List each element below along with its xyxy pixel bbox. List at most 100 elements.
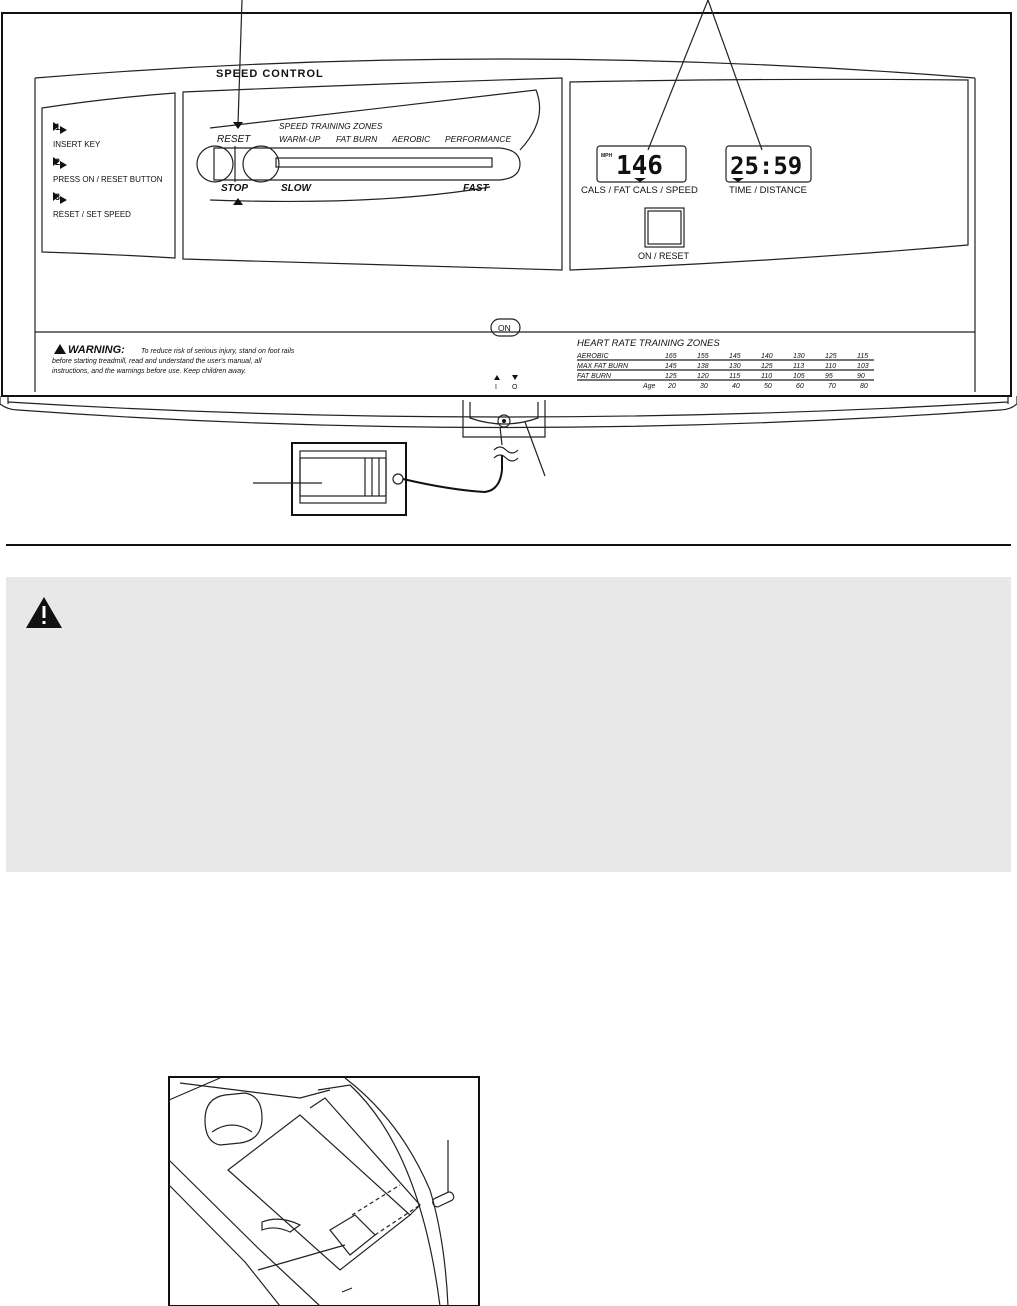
speed-slider-knob[interactable]	[242, 145, 280, 183]
display-left	[596, 145, 687, 183]
speed-panel	[182, 77, 563, 271]
hr-cell: 165	[665, 353, 677, 360]
key-cord-break-icon	[493, 426, 519, 462]
hr-age: 80	[860, 383, 868, 390]
hr-cell: 120	[697, 373, 709, 380]
zone-aerobic: AEROBIC	[391, 134, 431, 144]
motor-hood-illustration-frame	[168, 1076, 480, 1306]
display-right-indicator-icon	[732, 178, 744, 182]
on-reset-label: ON / RESET	[638, 251, 690, 261]
display-left-unit: MPH	[601, 153, 613, 159]
hood-edge-1	[168, 1077, 221, 1101]
hr-cell: 115	[729, 373, 740, 380]
step-1-label: INSERT KEY	[53, 140, 101, 149]
hr-cell: 145	[729, 353, 741, 360]
switch-on-arrow-icon	[494, 375, 500, 380]
on-indicator-label: ON	[498, 323, 511, 333]
console-base-inner-curve	[7, 401, 1009, 418]
stop-label: STOP	[221, 183, 248, 194]
hr-age: 50	[764, 383, 772, 390]
speed-slider-track[interactable]	[213, 147, 521, 181]
console-warning-line-3: instructions, and the warnings before us…	[52, 368, 246, 375]
hr-row-fat-burn: FAT BURN	[577, 373, 612, 380]
zone-fat-burn: FAT BURN	[336, 134, 378, 144]
warning-section-background	[6, 577, 1011, 872]
display-right	[725, 145, 812, 183]
speed-slider-slot	[275, 157, 493, 168]
display-right-value: 25:59	[730, 152, 802, 180]
key-slot-opening	[469, 402, 539, 425]
hr-cell: 145	[665, 363, 677, 370]
step-2-arrow-icon	[53, 157, 67, 169]
on-indicator	[490, 318, 521, 337]
step-3: 3 RESET / SET SPEED	[53, 192, 131, 219]
hood-curve-1	[317, 1084, 441, 1306]
speed-control-title: SPEED CONTROL	[216, 68, 324, 80]
console-top-curve	[34, 58, 976, 79]
console-warning-line-2: before starting treadmill, read and unde…	[52, 358, 262, 365]
switch-off-arrow-icon	[512, 375, 518, 380]
bracket-pointer-line	[257, 1244, 346, 1271]
hood-base-line	[168, 1159, 321, 1306]
hr-cell: 140	[761, 353, 773, 360]
on-reset-button-face	[647, 210, 682, 245]
switch-on-symbol: I	[495, 384, 497, 391]
speed-zones-title: SPEED TRAINING ZONES	[279, 121, 383, 131]
reset-label: RESET	[217, 134, 251, 145]
display-left-label: CALS / FAT CALS / SPEED	[581, 185, 698, 196]
wire-clip	[261, 1218, 302, 1233]
key-slot-housing	[462, 400, 546, 438]
safety-key[interactable]	[299, 450, 387, 504]
zone-performance: PERFORMANCE	[445, 134, 511, 144]
motor-hood-illustration	[168, 1077, 455, 1306]
step-2: 2 PRESS ON / RESET BUTTON	[53, 157, 163, 184]
step-3-number: 3	[55, 192, 60, 202]
heart-rate-table: AEROBIC 165 155 145 140 130 125 115 MAX …	[576, 353, 874, 390]
key-cord	[402, 455, 503, 494]
hr-cell: 95	[825, 373, 833, 380]
step-3-arrow-icon	[53, 192, 67, 204]
hr-cell: 155	[697, 353, 709, 360]
speed-zone-curve-bottom	[209, 186, 491, 203]
step-2-number: 2	[55, 157, 60, 167]
motor-cylinder	[204, 1092, 263, 1146]
zone-warm-up: WARM-UP	[279, 134, 321, 144]
reed-switch-bracket	[329, 1214, 376, 1256]
reset-arrow-icon	[233, 122, 243, 129]
motor-cylinder-curve	[211, 1124, 253, 1133]
magnet	[432, 1191, 455, 1208]
stop-reset-knob[interactable]	[196, 145, 234, 183]
hr-cell: 113	[793, 363, 804, 370]
switch-off-symbol: O	[512, 384, 518, 391]
hr-age: 30	[700, 383, 708, 390]
hr-cell: 110	[761, 373, 772, 380]
hr-cell: 103	[857, 363, 869, 370]
display-right-label: TIME / DISTANCE	[729, 185, 807, 196]
warning-icon-dot	[42, 621, 46, 624]
steps-panel	[41, 92, 176, 259]
on-reset-button[interactable]	[644, 207, 685, 248]
hr-cell: 130	[793, 353, 805, 360]
key-slot-hole[interactable]	[497, 414, 511, 428]
hr-cell: 125	[825, 353, 837, 360]
hood-base-line-2	[168, 1184, 281, 1306]
console-base-tray	[0, 396, 1017, 429]
hr-row-max-fat-burn: MAX FAT BURN	[577, 363, 629, 370]
speed-zone-curve-top	[209, 89, 541, 151]
plate-edge	[309, 1097, 421, 1216]
pointer-lines-displays	[647, 0, 763, 151]
step-1-arrow-icon	[53, 122, 67, 134]
hr-age: 40	[732, 383, 740, 390]
hr-cell: 90	[857, 373, 865, 380]
step-3-label: RESET / SET SPEED	[53, 210, 131, 219]
hr-cell: 130	[729, 363, 741, 370]
step-1-number: 1	[55, 122, 60, 132]
hr-age: 20	[667, 383, 676, 390]
hr-age: 70	[828, 383, 836, 390]
hr-cell: 105	[793, 373, 805, 380]
display-panel	[569, 78, 969, 271]
heart-rate-title: HEART RATE TRAINING ZONES	[577, 338, 720, 349]
fast-label: FAST	[463, 183, 489, 194]
console-warning-line-1: To reduce risk of serious injury, stand …	[141, 348, 295, 355]
